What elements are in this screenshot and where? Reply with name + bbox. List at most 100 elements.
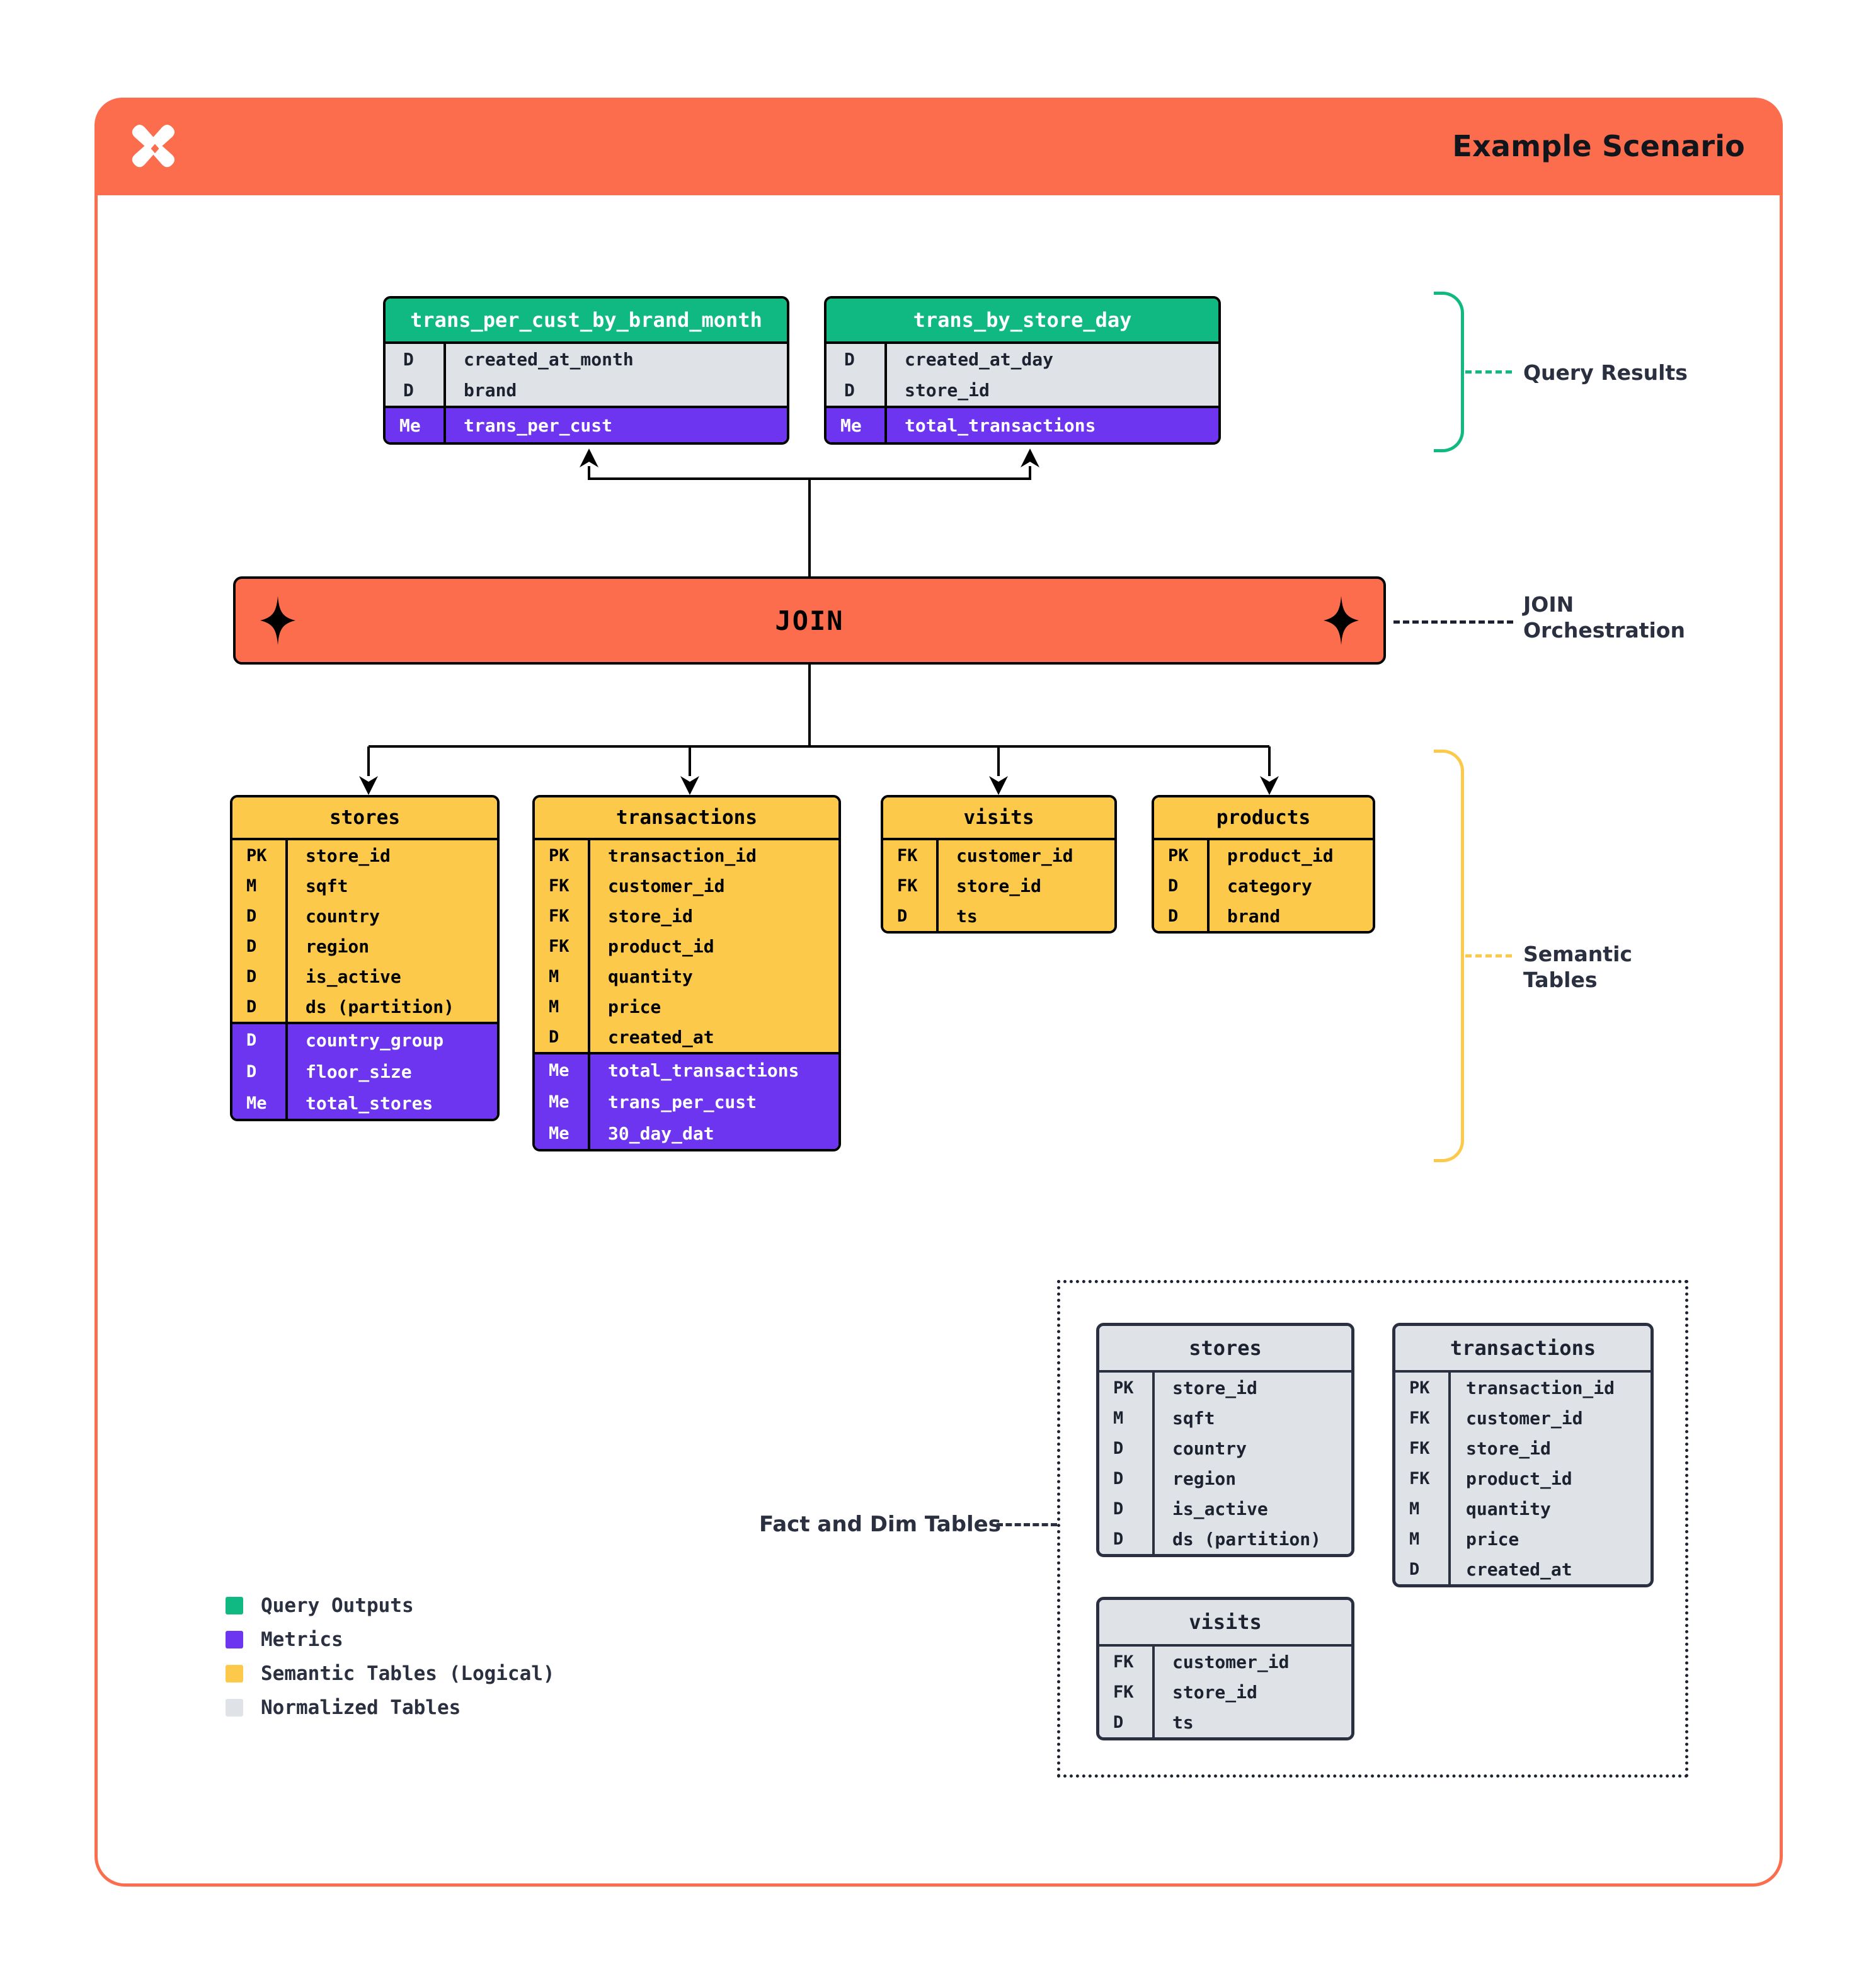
row-key: D xyxy=(232,1056,288,1087)
legend-item-semantic-tables: Semantic Tables (Logical) xyxy=(226,1657,555,1691)
query-results-bracket xyxy=(1434,292,1464,452)
join-orchestration-bar[interactable]: JOIN xyxy=(233,576,1386,665)
legend-label: Semantic Tables (Logical) xyxy=(261,1662,555,1685)
table-name: stores xyxy=(329,806,400,829)
field-rows: PK product_id D category D brand xyxy=(1154,840,1373,931)
semantic-table-transactions[interactable]: transactions PK transaction_id FK custom… xyxy=(532,795,841,1151)
table-name: transactions xyxy=(616,806,757,829)
row-key: D xyxy=(1099,1494,1155,1524)
table-row: D country_group xyxy=(232,1024,497,1056)
row-value: created_at_day xyxy=(905,349,1054,370)
row-value: ts xyxy=(1172,1711,1194,1733)
row-key: M xyxy=(1395,1524,1451,1554)
row-value: floor_size xyxy=(306,1061,412,1082)
x-sparkle-logo xyxy=(132,124,175,168)
field-rows: PK transaction_id FK customer_id FK stor… xyxy=(535,840,838,1052)
legend: Query Outputs Metrics Semantic Tables (L… xyxy=(226,1589,555,1725)
legend-label: Normalized Tables xyxy=(261,1696,461,1719)
semantic-table-visits[interactable]: visits FK customer_id FK store_id D ts xyxy=(881,795,1117,934)
row-value: total_transactions xyxy=(905,414,1096,436)
row-value: country xyxy=(1172,1437,1247,1459)
table-row: D ts xyxy=(1099,1707,1351,1737)
legend-label: Query Outputs xyxy=(261,1594,414,1617)
table-row: M sqft xyxy=(232,871,497,901)
metric-rows: Me total_transactions Me trans_per_cust … xyxy=(535,1052,838,1149)
table-header: visits xyxy=(1099,1600,1351,1647)
table-row: FK customer_id xyxy=(1099,1647,1351,1677)
table-row: Me 30_day_dat xyxy=(535,1117,838,1149)
table-row: D brand xyxy=(1154,901,1373,931)
row-value: store_id xyxy=(905,380,990,401)
row-value: country_group xyxy=(306,1029,444,1051)
query-result-table-trans-by-store-day[interactable]: trans_by_store_day D created_at_day D st… xyxy=(824,296,1221,445)
row-value: store_id xyxy=(1172,1377,1257,1398)
row-key: D xyxy=(232,961,288,991)
row-value: product_id xyxy=(1227,845,1334,866)
join-orchestration-leader xyxy=(1393,620,1513,624)
row-key: D xyxy=(232,991,288,1022)
normalized-table-transactions[interactable]: transactions PK transaction_id FK custom… xyxy=(1392,1323,1654,1587)
metric-rows: D country_group D floor_size Me total_st… xyxy=(232,1022,497,1119)
row-value: created_at_month xyxy=(464,349,634,370)
sparkle-icon xyxy=(260,596,295,645)
row-key: Me xyxy=(535,1086,590,1117)
row-value: created_at xyxy=(1466,1558,1572,1580)
row-value: store_id xyxy=(1172,1681,1257,1703)
row-value: price xyxy=(608,996,661,1017)
semantic-table-stores[interactable]: stores PK store_id M sqft D country D re… xyxy=(230,795,500,1121)
row-key: D xyxy=(1099,1524,1155,1554)
table-header: trans_per_cust_by_brand_month xyxy=(386,299,787,344)
row-value: customer_id xyxy=(1466,1407,1583,1429)
row-key: PK xyxy=(1395,1373,1451,1403)
normalized-table-stores[interactable]: stores PK store_id M sqft D country D re… xyxy=(1096,1323,1354,1557)
legend-item-normalized-tables: Normalized Tables xyxy=(226,1691,555,1725)
fact-and-dim-group xyxy=(1057,1280,1688,1778)
query-result-table-trans-per-cust-by-brand-month[interactable]: trans_per_cust_by_brand_month D created_… xyxy=(383,296,789,445)
table-row: Me total_stores xyxy=(232,1087,497,1119)
table-row: D created_at_month xyxy=(386,344,787,375)
table-header: transactions xyxy=(535,797,838,840)
row-key: Me xyxy=(535,1054,590,1086)
table-row: D created_at_day xyxy=(827,344,1218,375)
normalized-table-visits[interactable]: visits FK customer_id FK store_id D ts xyxy=(1096,1597,1354,1740)
table-row: FK customer_id xyxy=(883,840,1114,871)
row-key: D xyxy=(883,901,939,931)
row-value: ts xyxy=(956,905,978,927)
row-key: D xyxy=(827,375,887,406)
row-key: D xyxy=(1154,901,1210,931)
row-key: M xyxy=(535,961,590,991)
table-row: FK store_id xyxy=(1099,1677,1351,1707)
row-value: brand xyxy=(1227,905,1281,927)
table-row: FK customer_id xyxy=(535,871,838,901)
field-rows: FK customer_id FK store_id D ts xyxy=(883,840,1114,931)
row-value: is_active xyxy=(306,966,401,987)
row-key: FK xyxy=(1395,1433,1451,1463)
legend-swatch-normalized-tables xyxy=(226,1699,243,1717)
legend-label: Metrics xyxy=(261,1628,343,1651)
table-row: D created_at xyxy=(1395,1554,1651,1584)
table-row: Me total_transactions xyxy=(535,1054,838,1086)
table-row: D ds (partition) xyxy=(1099,1524,1351,1554)
row-value: brand xyxy=(464,380,517,401)
annotation-query-results: Query Results xyxy=(1523,360,1688,385)
table-row: D ts xyxy=(883,901,1114,931)
row-key: FK xyxy=(883,871,939,901)
semantic-tables-bracket xyxy=(1434,750,1464,1162)
table-header: visits xyxy=(883,797,1114,840)
table-row: D category xyxy=(1154,871,1373,901)
row-key: Me xyxy=(827,408,887,442)
table-header: stores xyxy=(232,797,497,840)
table-row: PK product_id xyxy=(1154,840,1373,871)
table-name: trans_per_cust_by_brand_month xyxy=(410,308,762,332)
table-row: M sqft xyxy=(1099,1403,1351,1433)
semantic-table-products[interactable]: products PK product_id D category D bran… xyxy=(1152,795,1375,934)
row-key: D xyxy=(1099,1433,1155,1463)
query-results-leader xyxy=(1465,370,1512,374)
table-row: Me trans_per_cust xyxy=(386,408,787,442)
row-key: Me xyxy=(232,1087,288,1119)
row-key: D xyxy=(386,375,446,406)
row-key: D xyxy=(1099,1707,1155,1737)
row-key: FK xyxy=(535,871,590,901)
row-value: trans_per_cust xyxy=(608,1091,757,1112)
